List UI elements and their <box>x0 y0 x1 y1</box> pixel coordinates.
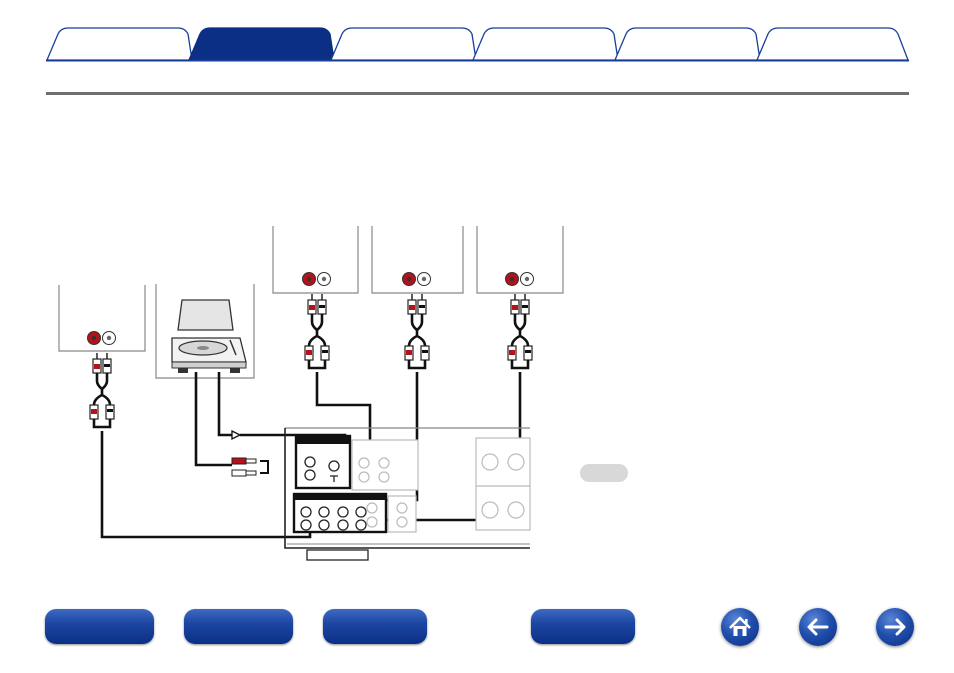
ground-lug-icon <box>231 429 242 441</box>
back-button[interactable] <box>799 608 837 646</box>
audio-device-left <box>58 285 146 352</box>
section-divider <box>46 92 909 95</box>
footer-nav-button-4[interactable] <box>531 609 635 644</box>
arrow-right-icon <box>884 618 906 636</box>
tab-5[interactable] <box>614 27 761 61</box>
footer-nav-button-1[interactable] <box>45 609 154 644</box>
connection-diagram <box>58 226 564 561</box>
tab-3[interactable] <box>330 27 477 61</box>
tab-4[interactable] <box>472 27 619 61</box>
arrow-left-icon <box>807 618 829 636</box>
turntable <box>155 284 255 379</box>
tab-6[interactable] <box>756 27 909 61</box>
home-icon <box>729 616 751 636</box>
amplifier-rear-panel <box>284 427 531 561</box>
footer-nav-button-3[interactable] <box>323 609 427 644</box>
amplifier-foot <box>306 549 369 561</box>
tab-1[interactable] <box>46 27 193 61</box>
forward-button[interactable] <box>876 608 914 646</box>
tab-bar <box>46 27 909 62</box>
cable-device-left <box>90 353 312 539</box>
tab-2-active[interactable] <box>188 27 335 61</box>
home-button[interactable] <box>721 608 759 646</box>
footer-nav-button-2[interactable] <box>184 609 293 644</box>
note-badge <box>580 464 628 482</box>
audio-device-top-3 <box>476 226 564 294</box>
audio-device-top-1 <box>272 226 359 294</box>
audio-device-top-2 <box>371 226 464 294</box>
